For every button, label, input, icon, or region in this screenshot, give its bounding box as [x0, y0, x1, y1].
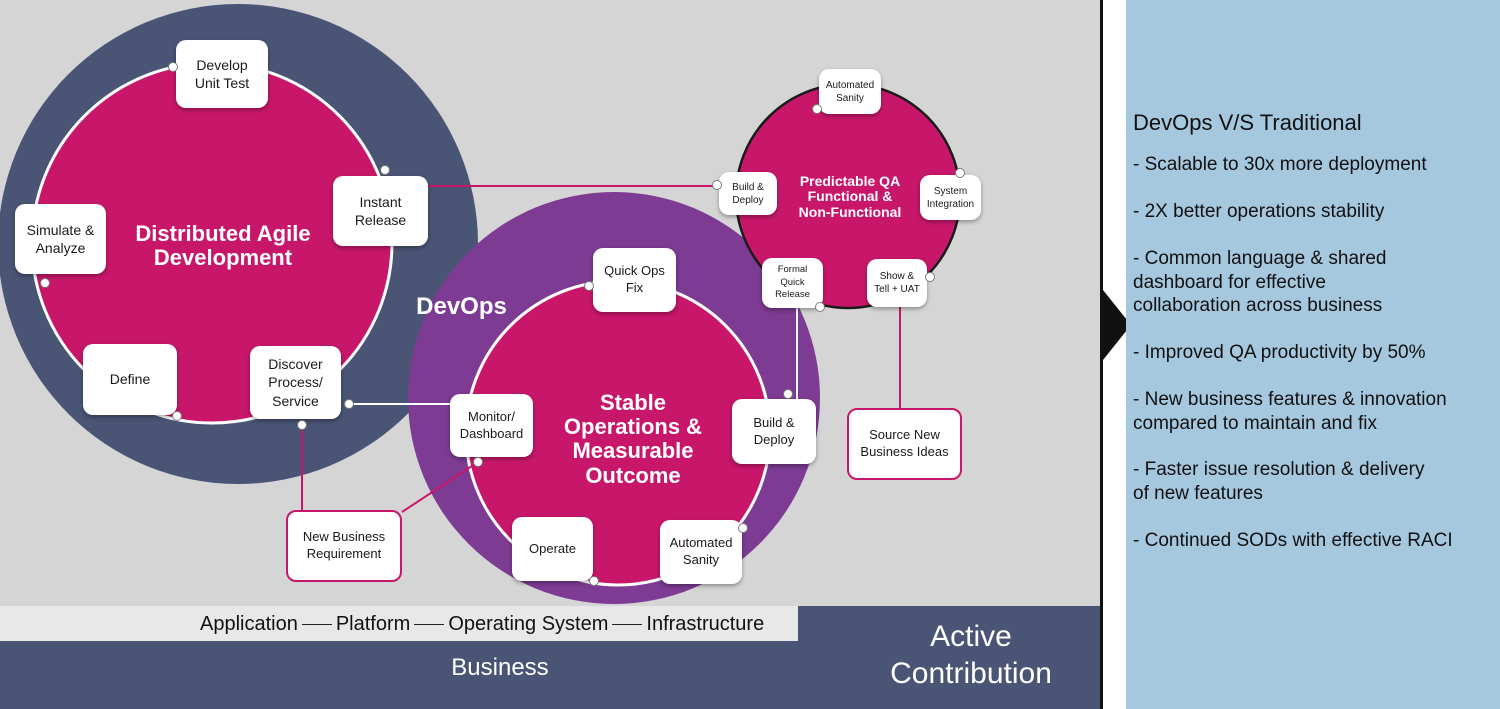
- connector-dot: [812, 104, 822, 114]
- simulate-analyze-node[interactable]: Simulate & Analyze: [15, 204, 106, 274]
- connector-dot: [40, 278, 50, 288]
- monitor-dashboard-node[interactable]: Monitor/ Dashboard: [450, 394, 533, 457]
- connector-dot: [297, 420, 307, 430]
- stack-separator: [612, 623, 643, 626]
- connector-dot: [172, 411, 182, 421]
- develop-unit-test-node[interactable]: Develop Unit Test: [176, 40, 268, 108]
- panel-item: - New business features & innovation com…: [1133, 389, 1447, 434]
- formal-quick-release-node[interactable]: Formal Quick Release: [762, 258, 823, 308]
- connector-dot: [815, 302, 825, 312]
- panel-item: - Scalable to 30x more deployment: [1133, 154, 1427, 175]
- automated-sanity-qa-node[interactable]: Automated Sanity: [819, 69, 881, 114]
- stack-separator: [414, 623, 445, 626]
- connector-dot: [925, 272, 935, 282]
- panel-item: - Continued SODs with effective RACI: [1133, 530, 1453, 551]
- stack-infrastructure: Infrastructure: [646, 613, 765, 635]
- panel-title: DevOps V/S Traditional: [1133, 110, 1362, 135]
- qa-circle-label: Predictable QA Functional & Non-Function…: [798, 173, 902, 220]
- arrow-pointer: [1103, 290, 1131, 360]
- connector-dot: [584, 281, 594, 291]
- comparison-panel: [1126, 0, 1500, 709]
- discover-process-node[interactable]: Discover Process/ Service: [250, 346, 341, 419]
- active-contribution-block: [798, 606, 1100, 709]
- connector-dot: [168, 62, 178, 72]
- connector-dot: [712, 180, 722, 190]
- connector-dot: [738, 523, 748, 533]
- stack-separator: [301, 623, 332, 626]
- connector-monitor-to-requirement: [401, 461, 479, 513]
- divider-line: [1100, 0, 1103, 709]
- connector-dot: [589, 576, 599, 586]
- operate-node[interactable]: Operate: [512, 517, 593, 581]
- business-label: Business: [451, 654, 549, 681]
- connector-dot: [473, 457, 483, 467]
- stack-bar: [0, 606, 798, 641]
- panel-item: - Faster issue resolution & delivery of …: [1133, 459, 1425, 504]
- stack-application: Application: [200, 613, 298, 635]
- define-node[interactable]: Define: [83, 344, 177, 415]
- stack-platform: Platform: [335, 613, 411, 635]
- devops-label: DevOps: [416, 293, 507, 320]
- stack-operating-system: Operating System: [448, 613, 609, 635]
- connector-dot: [783, 389, 793, 399]
- system-integration-node[interactable]: System Integration: [920, 175, 981, 220]
- agile-circle-label: Distributed Agile Development: [135, 221, 311, 271]
- active-contribution-label: Active Contribution: [890, 620, 1052, 690]
- connector-dot: [380, 165, 390, 175]
- panel-item: - 2X better operations stability: [1133, 201, 1385, 222]
- new-business-requirement-node[interactable]: New Business Requirement: [286, 510, 402, 582]
- connector-dot: [344, 399, 354, 409]
- show-tell-uat-node[interactable]: Show & Tell + UAT: [867, 259, 927, 307]
- connector-dot: [955, 168, 965, 178]
- build-deploy-qa-node[interactable]: Build & Deploy: [719, 172, 777, 215]
- stack-labels: Application Platform Operating System In…: [200, 613, 764, 636]
- panel-item: - Common language & shared dashboard for…: [1133, 248, 1387, 317]
- build-deploy-ops-node[interactable]: Build & Deploy: [732, 399, 816, 464]
- quick-ops-fix-node[interactable]: Quick Ops Fix: [593, 248, 676, 312]
- source-new-business-ideas-node[interactable]: Source New Business Ideas: [847, 408, 962, 480]
- panel-item: - Improved QA productivity by 50%: [1133, 342, 1426, 363]
- stable-circle-label: Stable Operations & Measurable Outcome: [563, 390, 703, 488]
- instant-release-node[interactable]: Instant Release: [333, 176, 428, 246]
- automated-sanity-ops-node[interactable]: Automated Sanity: [660, 520, 742, 584]
